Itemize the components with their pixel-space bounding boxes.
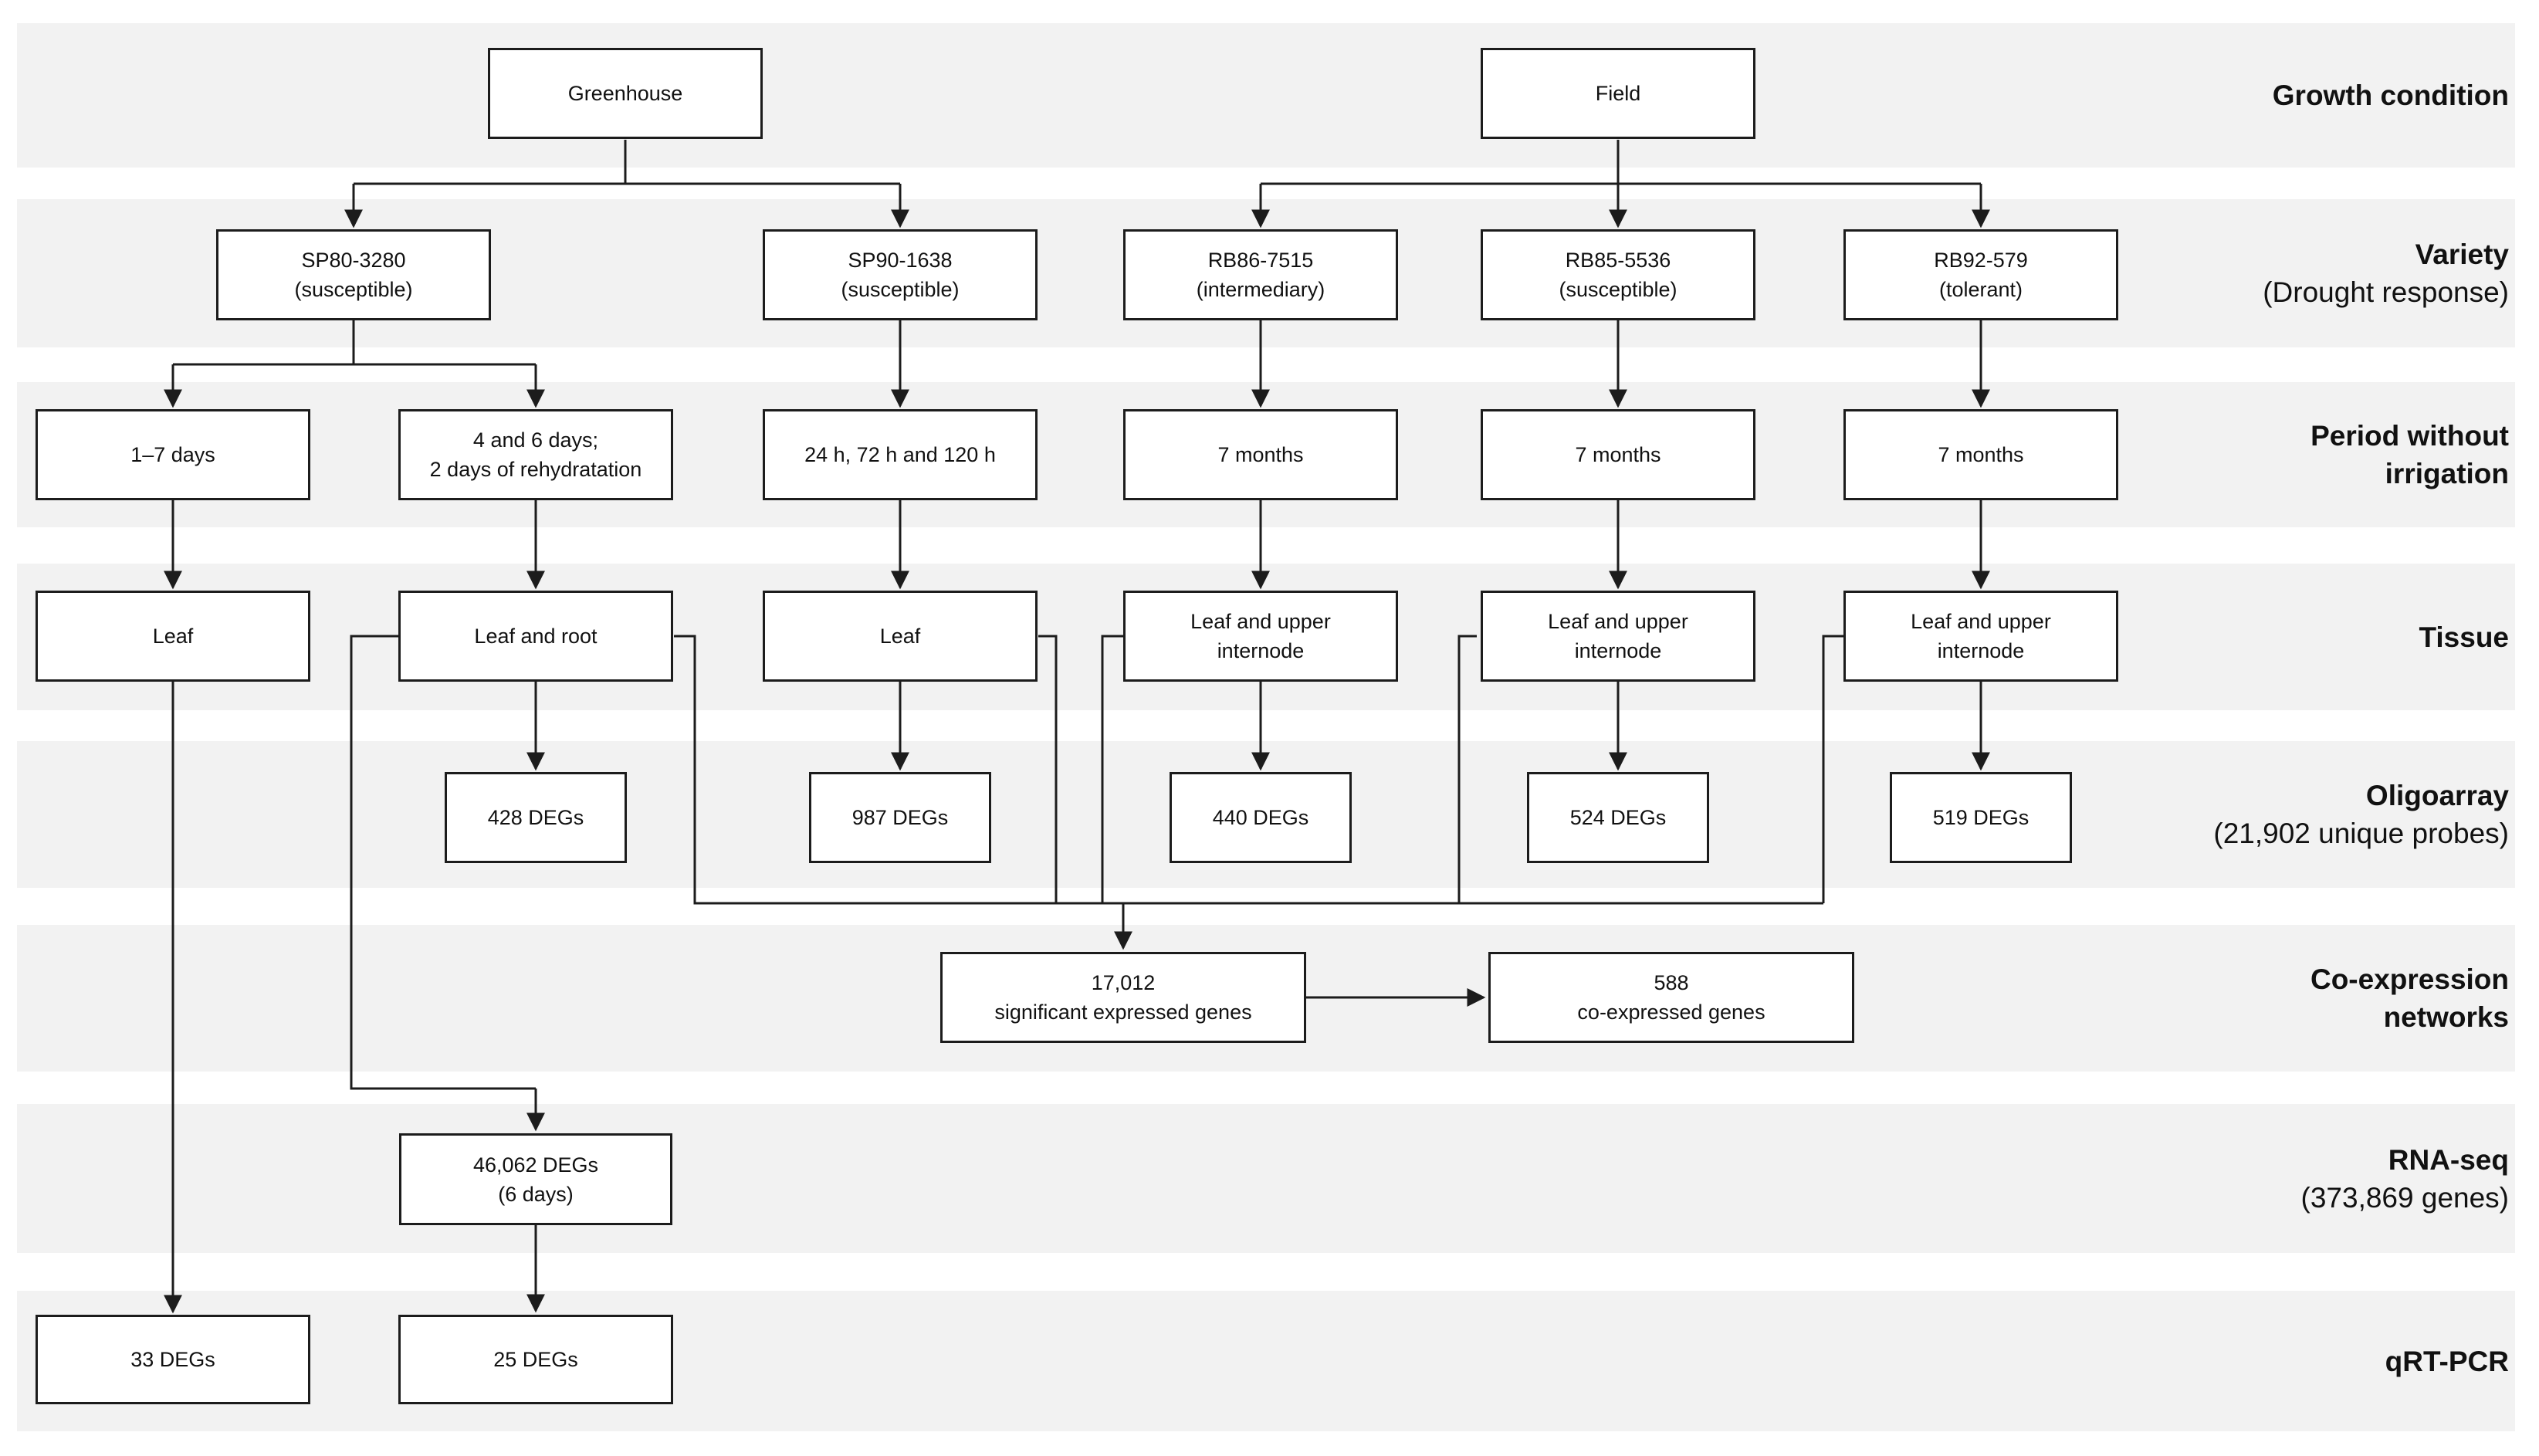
- row-sublabel-text: (21,902 unique probes): [2213, 818, 2509, 849]
- row-label-text: Variety: [2415, 239, 2509, 270]
- node-period-4-6-days: 4 and 6 days; 2 days of rehydratation: [398, 409, 673, 500]
- node-field: Field: [1481, 48, 1755, 139]
- row-label-text-line2: networks: [2383, 1001, 2509, 1033]
- node-tissue-leaf-internode-a: Leaf and upper internode: [1123, 591, 1398, 682]
- node-variety-sp90-1638: SP90-1638 (susceptible): [763, 229, 1038, 320]
- node-variety-rb85-5536: RB85-5536 (susceptible): [1481, 229, 1755, 320]
- row-label-tissue: Tissue: [2419, 564, 2509, 710]
- row-label-text: Oligoarray: [2365, 780, 2509, 811]
- row-label-text: Co-expression: [2310, 963, 2509, 995]
- node-519-degs: 519 DEGs: [1890, 772, 2072, 863]
- row-label-text: Growth condition: [2272, 80, 2509, 111]
- node-588-coexpressed-genes: 588 co-expressed genes: [1488, 952, 1854, 1043]
- node-variety-rb86-7515: RB86-7515 (intermediary): [1123, 229, 1398, 320]
- node-987-degs: 987 DEGs: [809, 772, 991, 863]
- row-label-variety: Variety (Drought response): [2263, 199, 2509, 347]
- node-tissue-leaf-a: Leaf: [36, 591, 310, 682]
- row-band-rnaseq: [17, 1104, 2515, 1253]
- node-greenhouse: Greenhouse: [488, 48, 763, 139]
- row-band-qrtpcr: [17, 1291, 2515, 1431]
- row-label-period: Period without irrigation: [2310, 382, 2509, 527]
- node-33-degs: 33 DEGs: [36, 1315, 310, 1404]
- node-period-1-7-days: 1–7 days: [36, 409, 310, 500]
- node-period-7-months-c: 7 months: [1843, 409, 2118, 500]
- row-label-text-line2: irrigation: [2385, 458, 2509, 489]
- node-variety-sp80-3280: SP80-3280 (susceptible): [216, 229, 491, 320]
- node-variety-rb92-579: RB92-579 (tolerant): [1843, 229, 2118, 320]
- node-428-degs: 428 DEGs: [445, 772, 627, 863]
- node-46062-degs: 46,062 DEGs (6 days): [399, 1133, 672, 1225]
- node-tissue-leaf-root: Leaf and root: [398, 591, 673, 682]
- node-25-degs: 25 DEGs: [398, 1315, 673, 1404]
- row-sublabel-text: (Drought response): [2263, 276, 2509, 308]
- row-label-coexpression: Co-expression networks: [2310, 925, 2509, 1072]
- row-label-rnaseq: RNA-seq (373,869 genes): [2301, 1104, 2509, 1253]
- row-label-text: Period without: [2310, 420, 2509, 452]
- row-sublabel-text: (373,869 genes): [2300, 1181, 2509, 1214]
- row-label-text: qRT-PCR: [2385, 1345, 2509, 1377]
- node-440-degs: 440 DEGs: [1170, 772, 1352, 863]
- row-label-growth-condition: Growth condition: [2273, 23, 2509, 168]
- node-17012-significant-genes: 17,012 significant expressed genes: [940, 952, 1306, 1043]
- node-period-24-120h: 24 h, 72 h and 120 h: [763, 409, 1038, 500]
- row-label-qrtpcr: qRT-PCR: [2385, 1291, 2509, 1431]
- row-label-oligoarray: Oligoarray (21,902 unique probes): [2213, 741, 2509, 888]
- row-band-growth-condition: [17, 23, 2515, 168]
- node-524-degs: 524 DEGs: [1527, 772, 1709, 863]
- node-tissue-leaf-b: Leaf: [763, 591, 1038, 682]
- node-tissue-leaf-internode-b: Leaf and upper internode: [1481, 591, 1755, 682]
- row-label-text: RNA-seq: [2388, 1143, 2509, 1176]
- node-tissue-leaf-internode-c: Leaf and upper internode: [1843, 591, 2118, 682]
- node-period-7-months-b: 7 months: [1481, 409, 1755, 500]
- node-period-7-months-a: 7 months: [1123, 409, 1398, 500]
- row-label-text: Tissue: [2419, 621, 2509, 653]
